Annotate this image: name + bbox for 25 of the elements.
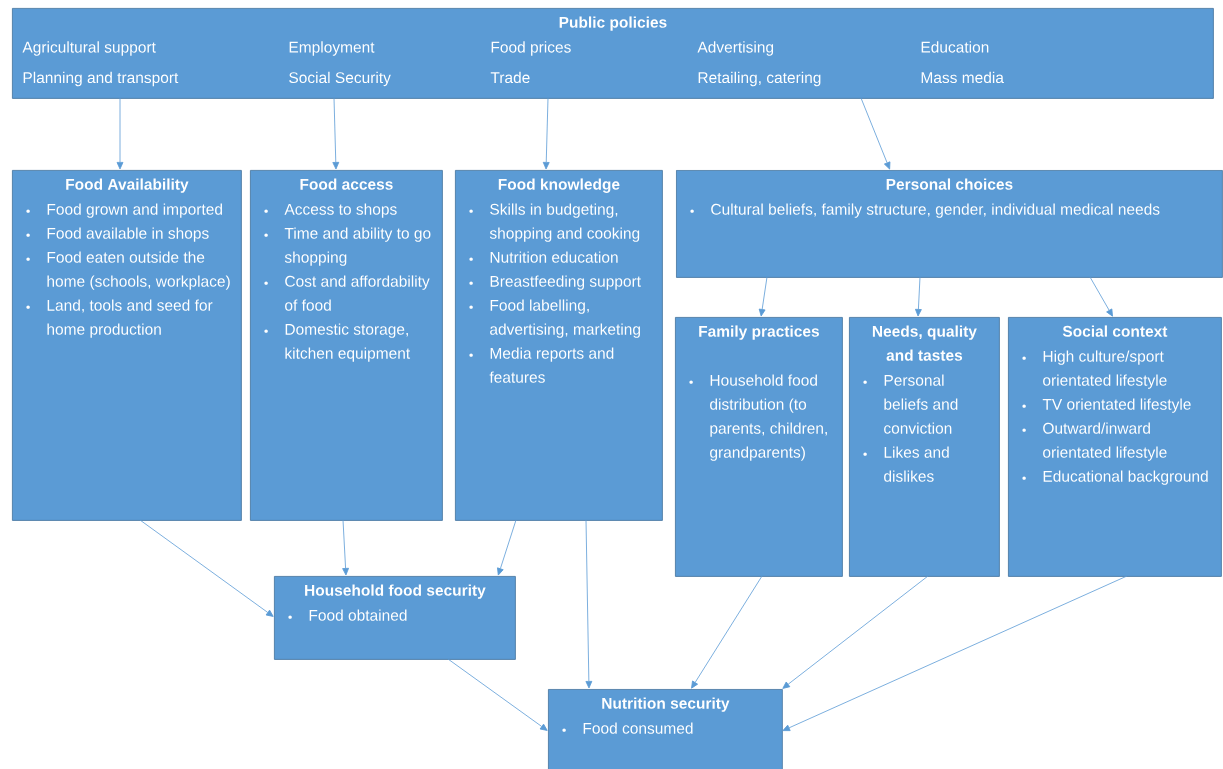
arrow: [342, 519, 349, 576]
arrow: [860, 97, 891, 170]
process-box: Household food security Food obtained: [274, 576, 516, 660]
process-box: Needs, quality and tastes Personal beliefs and conviction Likes and dislikes: [849, 317, 1000, 577]
process-box: Nutrition security Food consumed: [548, 689, 783, 769]
arrow: [691, 575, 763, 689]
arrow: [1089, 276, 1113, 317]
arrow: [447, 658, 548, 731]
process-box: Food Availability Food grown and imported Food available in shops Food eaten outside the home (schools, workplace) Land, tools and seed for home production: [12, 170, 242, 521]
arrow: [782, 575, 1128, 731]
arrow: [116, 97, 124, 170]
arrow: [497, 519, 517, 576]
process-box: Family practices Household food distribution (to parents, children, grandparents): [675, 317, 843, 577]
process-box: Public policies Agricultural support Employment Food prices Advertising Education Planning and transport Social Security Trade Retailing, catering Mass media: [12, 8, 1214, 99]
arrow: [139, 519, 274, 617]
process-box: Food access Access to shops Time and ability to go shopping Cost and affordability of food Domestic storage, kitchen equipment: [250, 170, 443, 521]
process-box: Food knowledge Skills in budgeting, shopping and cooking Nutrition education Breastfeeding support Food labelling, advertising, marketing Media reports and features: [455, 170, 663, 521]
arrow: [782, 575, 929, 689]
arrow: [332, 97, 340, 170]
process-box: Social context High culture/sport orientated lifestyle TV orientated lifestyle Outward/inward orientated lifestyle Educational background: [1008, 317, 1222, 577]
process-box: Personal choices Cultural beliefs, family structure, gender, individual medical needs: [676, 170, 1223, 278]
arrow: [585, 519, 593, 689]
arrow: [758, 276, 768, 317]
arrow: [915, 276, 922, 317]
arrow: [542, 97, 550, 170]
